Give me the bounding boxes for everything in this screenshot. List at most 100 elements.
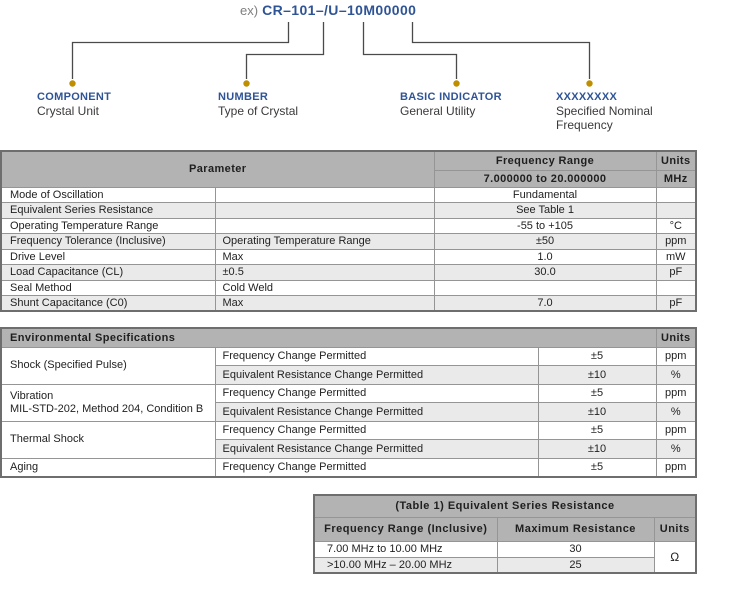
environmental-table-body: Shock (Specified Pulse) Frequency Change … xyxy=(0,346,697,477)
table-row: Frequency Tolerance (Inclusive)Operating… xyxy=(0,233,697,250)
parameter-name-cell: Operating Temperature Range xyxy=(0,217,216,234)
environmental-description-cell: Frequency Change Permitted xyxy=(214,346,539,366)
parameter-value-cell: 30.0 xyxy=(433,264,657,281)
table-header-row: Frequency Range (Inclusive) Maximum Resi… xyxy=(313,516,697,542)
parameter-condition-cell: Cold Weld xyxy=(214,279,435,296)
parameter-name-cell: Load Capacitance (CL) xyxy=(0,264,216,281)
parameter-condition-cell xyxy=(214,186,435,203)
environmental-unit-cell: ppm xyxy=(655,420,697,440)
diagram-label-number: NUMBER Type of Crystal xyxy=(218,90,298,118)
environmental-value-cell: ±10 xyxy=(537,439,657,459)
maximum-resistance-cell: 25 xyxy=(496,556,655,574)
diagram-label-title: BASIC INDICATOR xyxy=(400,91,502,103)
environmental-value-cell: ±10 xyxy=(537,365,657,385)
environmental-description-cell: Equivalent Resistance Change Permitted xyxy=(214,439,539,459)
units-column-header: Units xyxy=(655,150,697,171)
parameter-name-cell: Shunt Capacitance (C0) xyxy=(0,295,216,312)
environmental-value-cell: ±5 xyxy=(537,420,657,440)
table-header-row: Parameter Frequency Range Units xyxy=(0,150,697,188)
frequency-range-cell: 7.00 MHz to 10.00 MHz xyxy=(313,540,498,558)
parameter-name-cell: Seal Method xyxy=(0,279,216,296)
environmental-specifications-header: Environmental Specifications xyxy=(0,327,657,348)
category-line: MIL-STD-202, Method 204, Condition B xyxy=(10,402,204,415)
parameter-value-cell: -55 to +105 xyxy=(433,217,657,234)
parameter-value-cell: 7.0 xyxy=(433,295,657,312)
category-line: Thermal Shock xyxy=(10,433,84,445)
maximum-resistance-cell: 30 xyxy=(496,540,655,558)
parameter-unit-cell: pF xyxy=(655,295,697,312)
connector-line-number xyxy=(245,22,325,79)
part-number-example: ex)CR–101–/U–10M00000 xyxy=(240,1,416,20)
parameter-table: Parameter Frequency Range Units 7.000000… xyxy=(0,150,698,312)
equivalent-series-resistance-table: (Table 1) Equivalent Series Resistance F… xyxy=(313,494,698,574)
parameter-condition-cell xyxy=(214,217,435,234)
parameter-condition-cell: Operating Temperature Range xyxy=(214,233,435,250)
connector-dot-basic-indicator xyxy=(453,80,460,87)
parameter-condition-cell: ±0.5 xyxy=(214,264,435,281)
units-value-header: MHz xyxy=(655,169,697,188)
environmental-value-cell: ±5 xyxy=(537,383,657,403)
parameter-condition-cell xyxy=(214,202,435,219)
resistance-unit-cell: Ω xyxy=(653,540,697,574)
connector-line-frequency xyxy=(411,22,591,79)
parameter-condition-cell: Max xyxy=(214,248,435,265)
parameter-value-cell: ±50 xyxy=(433,233,657,250)
diagram-label-basic-indicator: BASIC INDICATOR General Utility xyxy=(400,90,502,118)
diagram-label-subtitle: Crystal Unit xyxy=(37,104,100,118)
environmental-unit-cell: % xyxy=(655,402,697,422)
frequency-range-cell: >10.00 MHz – 20.00 MHz xyxy=(313,556,498,574)
parameter-condition-cell: Max xyxy=(214,295,435,312)
environmental-unit-cell: ppm xyxy=(655,346,697,366)
table-row: Equivalent Resistance Change Permitted±1… xyxy=(1,439,697,459)
environmental-description-cell: Frequency Change Permitted xyxy=(214,383,539,403)
example-prefix: ex) xyxy=(240,3,259,18)
table-row: Equivalent Resistance Change Permitted±1… xyxy=(1,365,697,385)
environmental-unit-cell: % xyxy=(655,365,697,385)
units-column-header: Units xyxy=(655,327,697,348)
diagram-label-subtitle: Type of Crystal xyxy=(218,104,299,118)
parameter-value-cell: Fundamental xyxy=(433,186,657,203)
parameter-unit-cell xyxy=(655,279,697,296)
parameter-name-cell: Equivalent Series Resistance xyxy=(0,202,216,219)
frequency-range-value-header: 7.000000 to 20.000000 xyxy=(433,169,657,188)
table-row: Operating Temperature Range-55 to +105°C xyxy=(0,217,697,234)
environmental-unit-cell: ppm xyxy=(655,383,697,403)
table-row: Thermal Shock Frequency Change Permitted±… xyxy=(0,420,697,459)
parameter-unit-cell: pF xyxy=(655,264,697,281)
connector-line-component xyxy=(71,22,290,79)
category-line: Shock (Specified Pulse) xyxy=(10,359,127,371)
diagram-label-frequency: XXXXXXXX Specified Nominal Frequency xyxy=(556,90,660,132)
parameter-value-cell: 1.0 xyxy=(433,248,657,265)
environmental-description-cell: Frequency Change Permitted xyxy=(214,420,539,440)
environmental-category-cell: Aging xyxy=(0,457,216,477)
units-column-header: Units xyxy=(653,516,697,542)
diagram-label-subtitle: Specified Nominal Frequency xyxy=(556,104,653,132)
environmental-unit-cell: % xyxy=(655,439,697,459)
category-line: Vibration xyxy=(10,389,54,402)
environmental-description-cell: Equivalent Resistance Change Permitted xyxy=(214,402,539,422)
parameter-column-header: Parameter xyxy=(0,150,435,188)
environmental-category-cell: Shock (Specified Pulse) xyxy=(0,346,216,385)
connector-dot-component xyxy=(69,80,76,87)
table-header-row: 7.000000 to 20.000000 MHz xyxy=(1,169,697,188)
environmental-description-cell: Frequency Change Permitted xyxy=(214,457,539,477)
maximum-resistance-header: Maximum Resistance xyxy=(496,516,655,542)
frequency-range-inclusive-header: Frequency Range (Inclusive) xyxy=(313,516,498,542)
environmental-specifications-table: Environmental Specifications Units Shock… xyxy=(0,327,697,478)
diagram-label-subtitle: General Utility xyxy=(400,104,476,118)
connector-dot-number xyxy=(243,80,250,87)
environmental-description-cell: Equivalent Resistance Change Permitted xyxy=(214,365,539,385)
connector-line-basic-indicator xyxy=(362,22,458,79)
resistance-table-title: (Table 1) Equivalent Series Resistance xyxy=(313,494,697,518)
environmental-value-cell: ±5 xyxy=(537,457,657,477)
environmental-value-cell: ±10 xyxy=(537,402,657,422)
